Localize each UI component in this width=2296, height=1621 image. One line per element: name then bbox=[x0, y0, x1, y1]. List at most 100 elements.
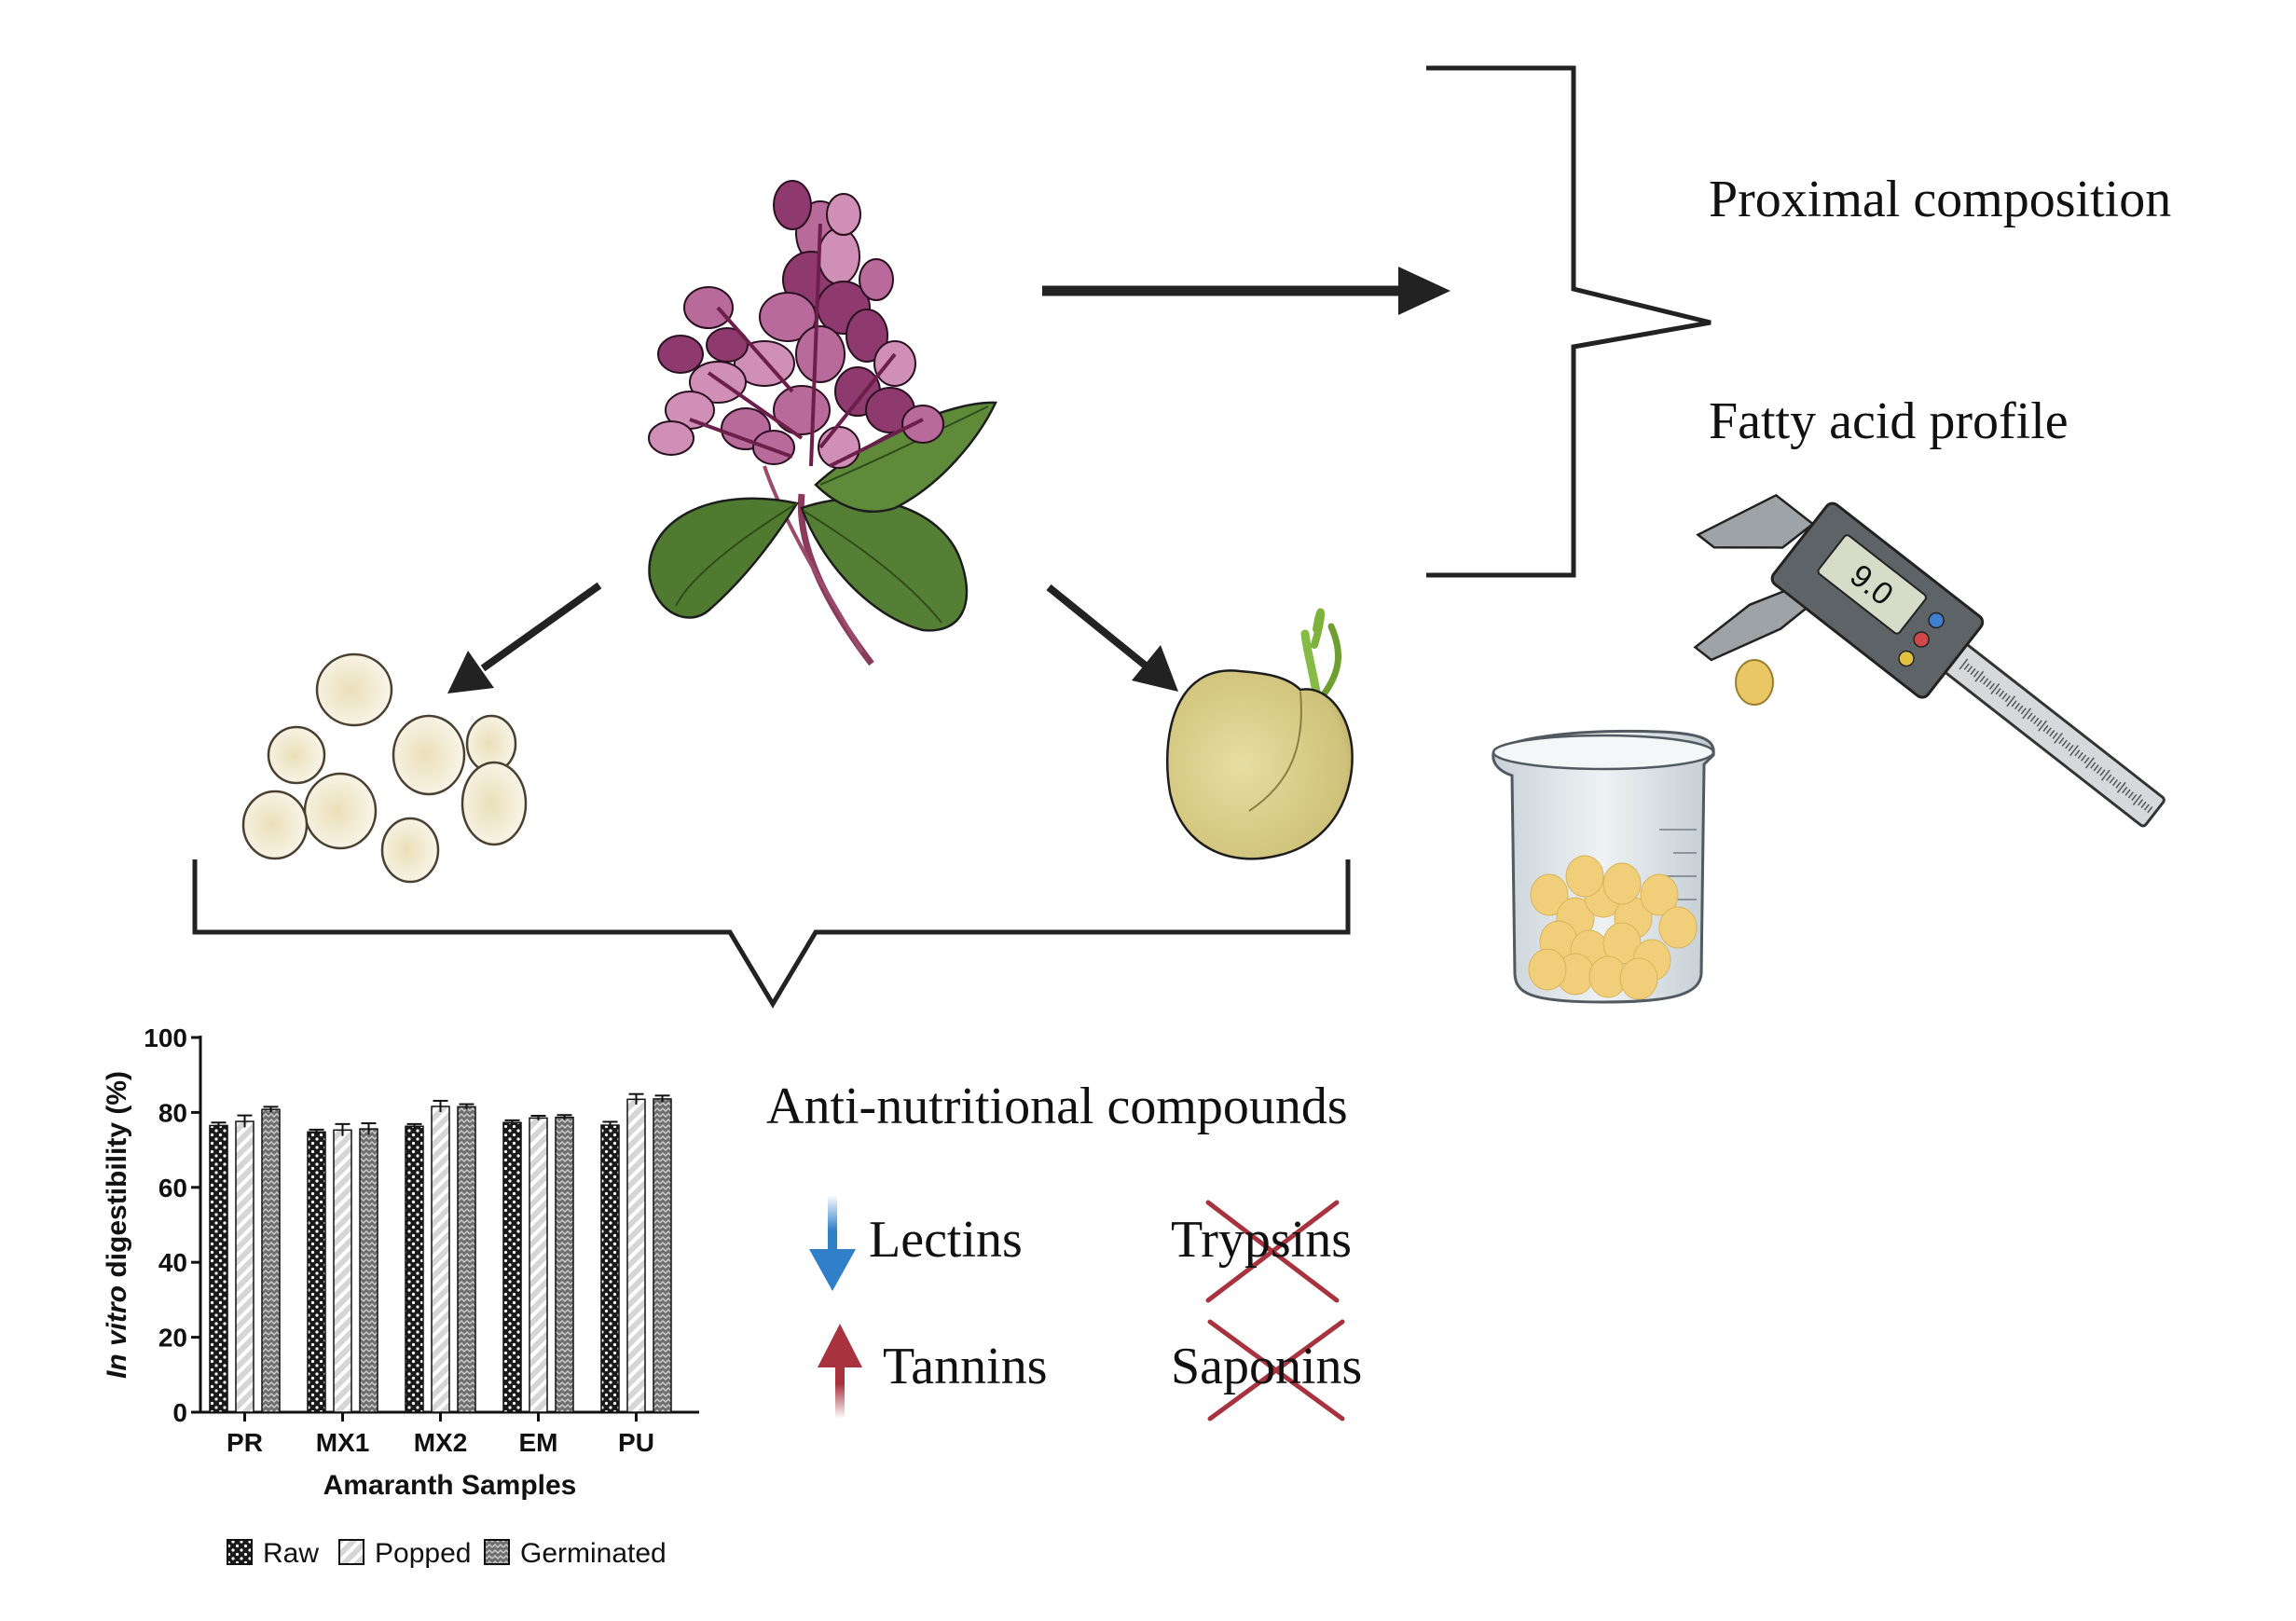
caliper-tick bbox=[2093, 764, 2099, 772]
beaker-seed bbox=[1602, 862, 1642, 905]
caliper-tick bbox=[2085, 757, 2095, 769]
caliper-tick bbox=[1967, 666, 1973, 673]
y-axis-label: In vitro digestibility (%) bbox=[102, 1071, 132, 1379]
x-tick-label: MX1 bbox=[316, 1428, 370, 1457]
caliper-tick bbox=[2038, 720, 2047, 732]
caliper-tick bbox=[2131, 793, 2138, 802]
bar-popped bbox=[235, 1120, 254, 1413]
caliper-tick bbox=[2115, 781, 2122, 789]
y-tick-label: 40 bbox=[158, 1248, 187, 1277]
bar-raw bbox=[502, 1121, 522, 1413]
caliper-tick bbox=[1973, 670, 1979, 678]
caliper-tick bbox=[2042, 724, 2049, 732]
caliper-tick bbox=[2143, 804, 2150, 811]
caliper-tick bbox=[2022, 707, 2032, 720]
germinated-seed-icon bbox=[1165, 608, 1354, 860]
caliper-tick bbox=[1998, 690, 2005, 697]
popped-grain bbox=[461, 761, 528, 846]
trypsins-label: Trypsins bbox=[1171, 1211, 1353, 1269]
beaker-seed bbox=[1640, 873, 1679, 916]
bar-popped bbox=[333, 1129, 352, 1413]
caliper-tick bbox=[2083, 757, 2090, 764]
caliper-tick bbox=[2068, 744, 2074, 752]
tannins-increase-arrow bbox=[818, 1324, 862, 1419]
caliper-tick bbox=[2116, 781, 2126, 793]
measured-seed bbox=[1735, 659, 1774, 706]
caliper-tick bbox=[2109, 776, 2115, 784]
caliper-tick bbox=[2127, 791, 2135, 799]
trypsins-cross bbox=[1205, 1200, 1340, 1303]
caliper-tick bbox=[2077, 751, 2083, 760]
legend-label: Germinated bbox=[520, 1538, 667, 1569]
bar-germinated bbox=[261, 1108, 281, 1413]
flower-stalk bbox=[716, 306, 794, 393]
bar-raw bbox=[600, 1124, 620, 1413]
arrow-to-germinated bbox=[1046, 584, 1178, 692]
processing-bracket bbox=[192, 859, 1351, 1009]
popped-grain bbox=[315, 653, 393, 727]
caliper-tick bbox=[2074, 749, 2081, 757]
flower-cluster bbox=[752, 430, 795, 465]
flower-cluster bbox=[826, 193, 861, 236]
caliper-tick bbox=[2111, 778, 2119, 787]
legend-swatch-popped bbox=[338, 1539, 364, 1565]
fatty-acid-profile-label: Fatty acid profile bbox=[1709, 392, 2069, 450]
y-tick-label: 80 bbox=[158, 1098, 187, 1127]
caliper-tick bbox=[2006, 695, 2016, 707]
flower-cluster bbox=[706, 327, 749, 363]
arrow-to-popped bbox=[447, 582, 602, 694]
caliper-tick bbox=[1990, 683, 2000, 694]
bar-raw bbox=[307, 1131, 326, 1413]
caliper-tick bbox=[2147, 806, 2153, 814]
flower-cluster bbox=[773, 180, 812, 230]
caliper-tick bbox=[1988, 682, 1995, 690]
caliper-tick bbox=[2027, 712, 2033, 720]
caliper-tick bbox=[2124, 789, 2131, 796]
caliper-tick bbox=[2054, 732, 2063, 744]
caliper-tick bbox=[2020, 707, 2027, 715]
legend-label: Raw bbox=[263, 1538, 319, 1569]
caliper-tick bbox=[2138, 799, 2144, 806]
caliper-tick bbox=[2017, 705, 2024, 712]
popped-grain bbox=[267, 725, 326, 785]
proximal-composition-label: Proximal composition bbox=[1709, 171, 2172, 228]
caliper-tick bbox=[2069, 745, 2079, 757]
bar-germinated bbox=[457, 1106, 476, 1413]
flower-stalk bbox=[707, 371, 804, 440]
beaker-seed bbox=[1658, 906, 1698, 949]
y-tick-label: 100 bbox=[144, 1023, 187, 1052]
beaker-seed bbox=[1528, 948, 1567, 991]
tannins-label: Tannins bbox=[883, 1338, 1048, 1395]
flower-cluster bbox=[846, 309, 888, 363]
x-tick-label: EM bbox=[519, 1428, 558, 1457]
caliper-tick bbox=[2014, 702, 2021, 710]
caliper-tick bbox=[2106, 774, 2112, 781]
legend-swatch-raw bbox=[227, 1539, 253, 1565]
flower-cluster bbox=[657, 335, 704, 374]
caliper-tick bbox=[2097, 766, 2103, 774]
caliper-tick bbox=[2081, 754, 2087, 762]
caliper-tick bbox=[2001, 693, 2008, 700]
caliper-tick bbox=[2049, 730, 2055, 737]
flower-cluster bbox=[773, 385, 831, 435]
flower-stalk bbox=[809, 223, 822, 467]
caliper-tick bbox=[2033, 717, 2040, 725]
caliper-tick bbox=[2122, 786, 2128, 794]
flower-cluster bbox=[683, 286, 734, 329]
flower-cluster bbox=[818, 227, 860, 285]
bar-germinated bbox=[555, 1116, 574, 1413]
popped-grain bbox=[241, 790, 309, 860]
flower-cluster bbox=[689, 361, 747, 404]
arrow-to-composition bbox=[1042, 267, 1450, 315]
x-axis-label: Amaranth Samples bbox=[323, 1470, 577, 1501]
x-tick-label: PR bbox=[227, 1428, 263, 1457]
y-tick-label: 20 bbox=[158, 1324, 187, 1353]
popped-grain bbox=[303, 772, 378, 850]
flower-cluster bbox=[873, 340, 916, 387]
caliper-tick bbox=[1970, 667, 1976, 676]
flower-cluster bbox=[859, 258, 894, 301]
caliper-tick bbox=[2036, 720, 2042, 727]
saponins-label: Saponins bbox=[1171, 1338, 1363, 1395]
bar-raw bbox=[405, 1125, 424, 1413]
